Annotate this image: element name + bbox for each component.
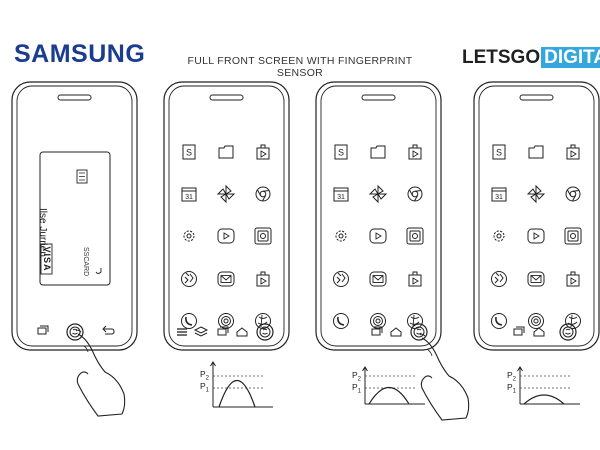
brand-prefix: LETSGO: [462, 47, 541, 68]
brand-suffix: DIGITAL: [541, 47, 600, 68]
graph2-p2-label: P2: [200, 369, 210, 382]
phone-2-home-screen: [163, 81, 290, 351]
payment-card: [39, 151, 111, 286]
card-chip-icon: [76, 169, 88, 184]
phone-3-home-screen: [315, 81, 442, 351]
phone-1-card-screen: [11, 81, 138, 351]
graph4-p2-label: P2: [507, 370, 517, 383]
figure-caption: FULL FRONT SCREEN WITH FINGERPRINT SENSO…: [187, 55, 413, 79]
graph3-p1-label: P1: [352, 382, 362, 395]
graph4-p1-label: P1: [507, 382, 517, 395]
phone-4-home-screen: [473, 81, 600, 351]
pressure-graph-2: [210, 361, 273, 408]
card-brand: SSCARD: [82, 247, 89, 277]
samsung-logo: SAMSUNG: [14, 40, 146, 68]
pressure-graph-4: [517, 366, 580, 405]
graph3-p2-label: P2: [352, 370, 362, 383]
letsgodigital-logo: LETSGODIGITAL: [462, 47, 600, 69]
pressure-graph-3: [362, 366, 425, 405]
card-network: VISA: [42, 246, 52, 272]
graph2-p1-label: P1: [200, 381, 210, 394]
visa-logo-box: [40, 243, 53, 275]
